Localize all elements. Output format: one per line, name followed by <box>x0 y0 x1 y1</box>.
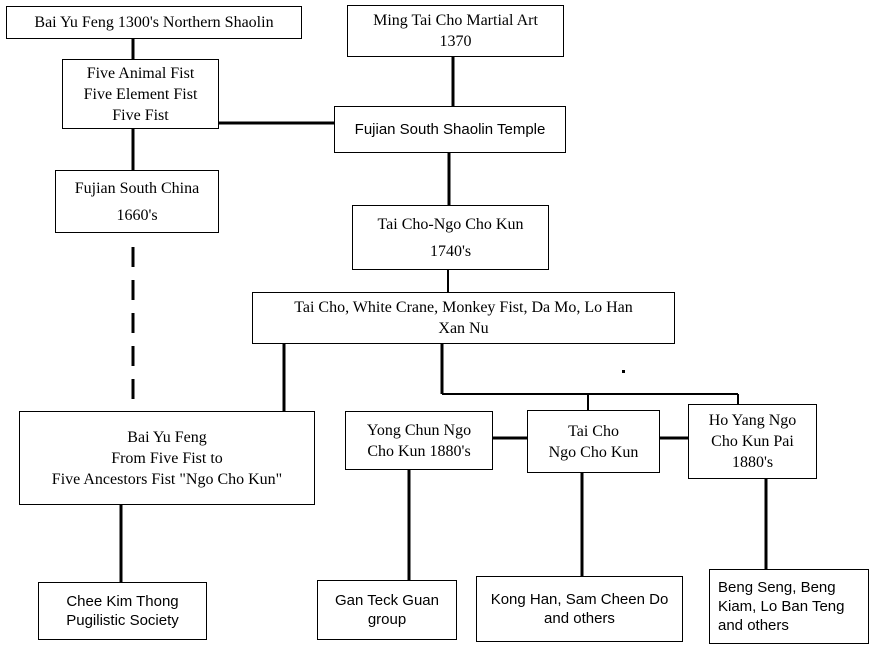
node-text-line: and others <box>544 610 615 627</box>
node-text-line: group <box>367 611 407 628</box>
node-chee-kim-thong: Chee Kim Thong Pugilistic Society <box>38 582 207 640</box>
node-text-line: Tai Cho <box>568 422 619 440</box>
node-gan-teck-guan: Gan Teck Guan group <box>317 580 457 640</box>
node-five-fist: Five Animal Fist Five Element Fist Five … <box>62 59 219 129</box>
stray-dot <box>622 370 625 373</box>
node-text-line: Pugilistic Society <box>66 612 179 629</box>
node-fujian-south-shaolin-temple: Fujian South Shaolin Temple <box>334 106 566 153</box>
node-bai-yu-feng-northern-shaolin: Bai Yu Feng 1300's Northern Shaolin <box>6 6 302 39</box>
node-text-line: Yong Chun Ngo <box>366 421 472 439</box>
node-ho-yang-ngo-cho-kun-pai: Ho Yang Ngo Cho Kun Pai 1880's <box>688 404 817 479</box>
node-text-line: Bai Yu Feng 1300's Northern Shaolin <box>34 14 274 31</box>
node-kong-han: Kong Han, Sam Cheen Do and others <box>476 576 683 642</box>
node-text-line: Five Fist <box>112 106 169 124</box>
node-text-line: and others <box>718 617 789 634</box>
node-text-line: Cho Kun Pai <box>711 433 794 450</box>
node-text-line: Tai Cho-Ngo Cho Kun <box>377 215 524 233</box>
node-text-line: 1660's <box>116 206 158 224</box>
node-tai-cho-ngo-cho-kun-1740s: Tai Cho-Ngo Cho Kun 1740's <box>352 205 549 270</box>
node-text-line: Kiam, Lo Ban Teng <box>718 598 845 615</box>
node-text-line: Fujian South China <box>74 179 200 197</box>
node-text-line: Chee Kim Thong <box>66 593 179 610</box>
node-text-line: Tai Cho, White Crane, Monkey Fist, Da Mo… <box>294 299 633 316</box>
node-text-line: 1880's <box>731 454 774 471</box>
node-text-line: Five Element Fist <box>83 85 198 103</box>
node-tai-cho-ngo-cho-kun: Tai Cho Ngo Cho Kun <box>527 410 660 473</box>
node-text-line: Five Ancestors Fist "Ngo Cho Kun" <box>51 470 283 488</box>
node-text-line: Fujian South Shaolin Temple <box>354 121 546 138</box>
node-styles: Tai Cho, White Crane, Monkey Fist, Da Mo… <box>252 292 675 344</box>
node-text-line: Ming Tai Cho Martial Art <box>373 12 538 29</box>
node-text-line: Cho Kun 1880's <box>367 442 471 460</box>
node-text-line: 1370 <box>439 33 472 50</box>
node-text-line: Xan Nu <box>438 320 489 337</box>
node-text-line: 1740's <box>429 242 472 260</box>
node-text-line: Five Animal Fist <box>86 64 195 82</box>
node-text-line: Gan Teck Guan <box>335 592 439 609</box>
node-bai-yu-feng-five-ancestors: Bai Yu Feng From Five Fist to Five Ances… <box>19 411 315 505</box>
node-text-line: Bai Yu Feng <box>127 428 207 446</box>
node-text-line: Kong Han, Sam Cheen Do <box>490 591 669 608</box>
node-beng-seng: Beng Seng, Beng Kiam, Lo Ban Teng and ot… <box>709 569 869 644</box>
node-fujian-south-china: Fujian South China 1660's <box>55 170 219 233</box>
node-text-line: Ngo Cho Kun <box>548 443 639 461</box>
node-text-line: Ho Yang Ngo <box>708 412 797 429</box>
node-ming-tai-cho: Ming Tai Cho Martial Art 1370 <box>347 5 564 57</box>
node-text-line: Beng Seng, Beng <box>718 579 836 596</box>
node-text-line: From Five Fist to <box>111 449 223 467</box>
node-yong-chun-ngo-cho-kun: Yong Chun Ngo Cho Kun 1880's <box>345 411 493 470</box>
